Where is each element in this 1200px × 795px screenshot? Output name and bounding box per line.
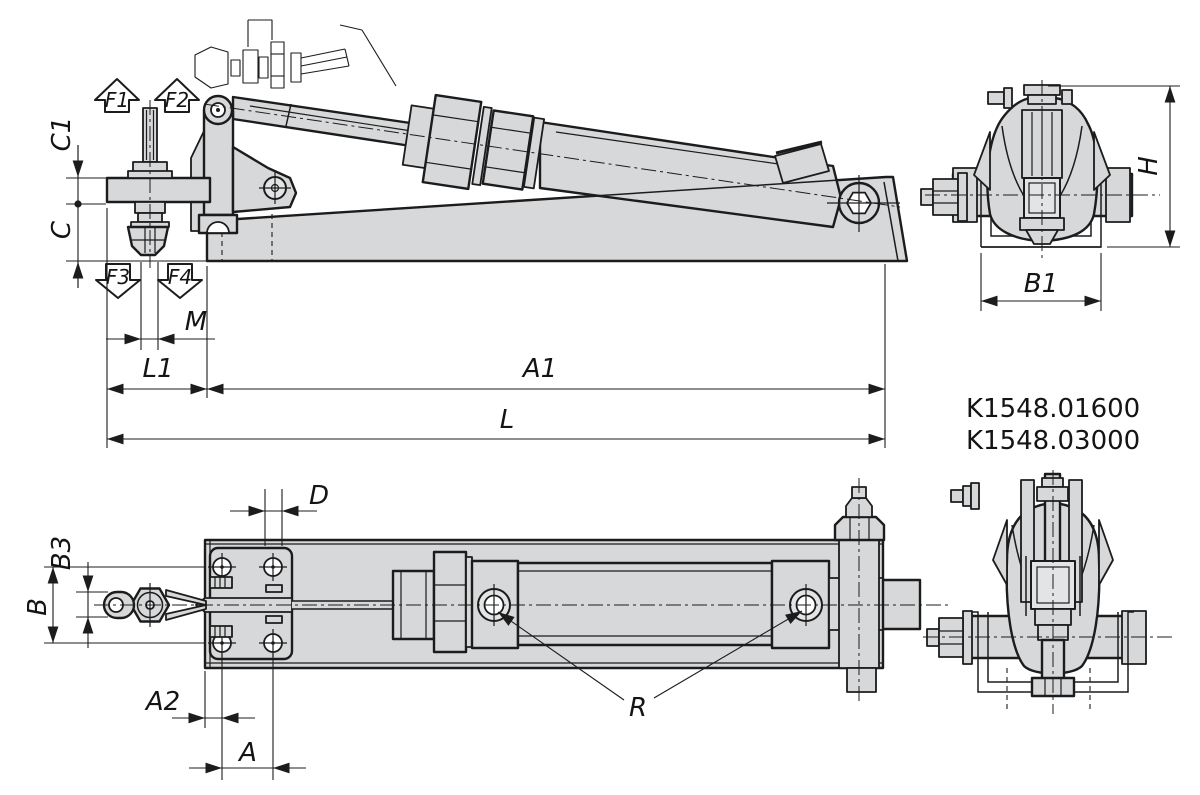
force-label-f2: F2 xyxy=(165,88,189,112)
return-spring xyxy=(209,576,233,589)
clamp-spindle xyxy=(126,100,173,268)
rear-bolt xyxy=(833,478,886,702)
dim-label-r: R xyxy=(629,693,647,723)
side-view: F1 F2 F3 F4 xyxy=(94,19,909,299)
dim-label-b1: B1 xyxy=(1024,269,1058,299)
dim-label-l1: L1 xyxy=(142,354,173,384)
dim-label-b: B xyxy=(23,598,53,616)
part-number-1: K1548.01600 xyxy=(966,394,1140,424)
force-arrow-f1: F1 xyxy=(94,78,140,113)
force-label-f3: F3 xyxy=(106,265,130,289)
rear-port-fitting xyxy=(774,143,830,184)
dim-label-a2: A2 xyxy=(144,687,180,717)
force-arrow-f4: F4 xyxy=(157,263,203,299)
mounting-hole xyxy=(259,553,287,581)
force-arrow-f2: F2 xyxy=(154,78,200,113)
part-number-2: K1548.03000 xyxy=(966,426,1140,456)
clamp-foot xyxy=(126,225,170,257)
dim-label-m: M xyxy=(185,307,207,337)
dim-label-a1: A1 xyxy=(521,354,557,384)
dim-label-b3: B3 xyxy=(47,536,77,570)
gusset-plate xyxy=(231,145,298,214)
dimensions-side-view: C1 C M L1 A1 L xyxy=(47,117,886,448)
end-view-clamped xyxy=(920,80,1160,262)
return-spring xyxy=(209,625,233,638)
mounting-hex-nut xyxy=(432,550,468,654)
clamp-arm xyxy=(105,176,212,204)
dim-label-l: L xyxy=(500,405,515,435)
dim-label-d: D xyxy=(309,481,329,511)
clamp-head-body xyxy=(950,472,1114,675)
mounting-hole xyxy=(259,629,287,657)
force-label-f4: F4 xyxy=(168,265,192,289)
rear-pivot xyxy=(827,175,900,232)
spindle-end xyxy=(920,172,968,222)
end-view-open xyxy=(923,470,1172,714)
radius-leaders: R xyxy=(497,610,803,723)
air-nipple xyxy=(950,482,980,510)
dimensions-plan-view: D B B3 A2 A xyxy=(23,481,329,780)
cylinder-barrel xyxy=(206,120,887,229)
lever-link xyxy=(190,109,298,235)
part-numbers: K1548.01600 K1548.03000 xyxy=(966,394,1140,456)
dimensions-end-view: H B1 xyxy=(980,85,1180,311)
force-label-f1: F1 xyxy=(105,88,129,112)
cylinder-nut-cluster xyxy=(401,93,546,191)
plan-view: R xyxy=(94,478,952,723)
cylinder-centerline xyxy=(203,103,901,208)
force-arrow-f3: F3 xyxy=(95,263,141,299)
air-fitting-phantom xyxy=(194,19,397,89)
top-pivot xyxy=(202,94,234,126)
dim-label-h: H xyxy=(1134,156,1164,176)
dim-label-c: C xyxy=(47,220,77,239)
dim-label-c1: C1 xyxy=(47,117,77,152)
dim-label-a: A xyxy=(237,738,257,768)
